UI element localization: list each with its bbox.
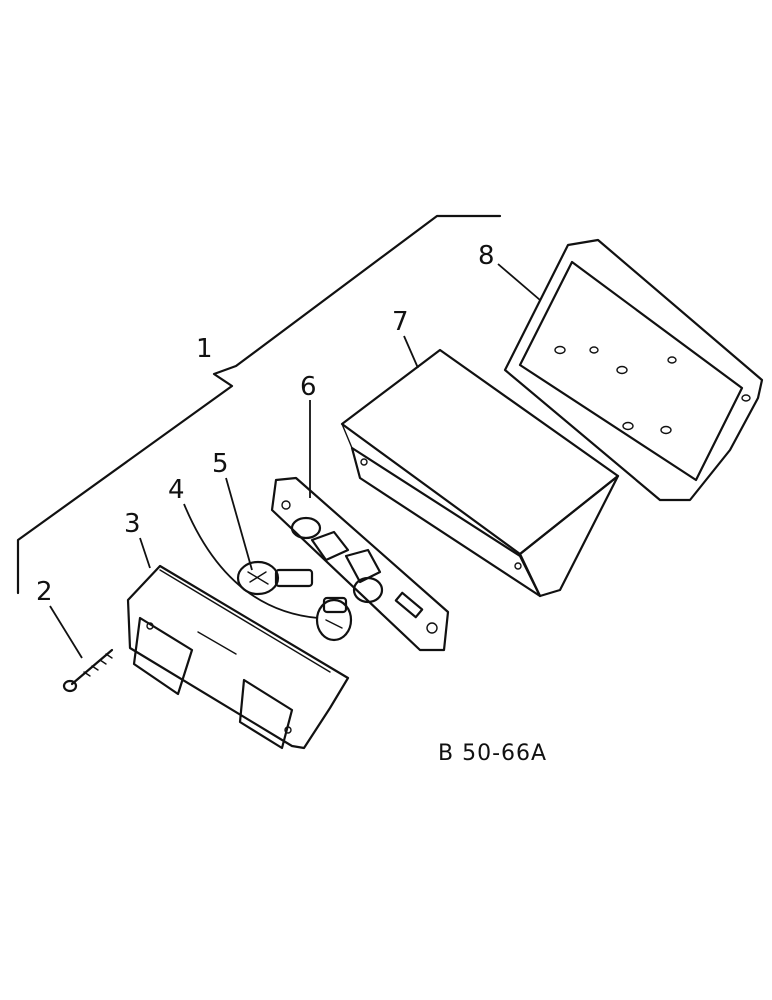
callout-4: 4 xyxy=(168,475,185,505)
callout-2: 2 xyxy=(36,577,53,607)
part-3-lens xyxy=(126,564,350,750)
part-7-housing xyxy=(340,348,620,598)
assembly-bracket xyxy=(16,214,502,595)
part-5-bulb-large xyxy=(236,560,314,596)
part-8-gasket-tray xyxy=(503,238,764,502)
callout-7: 7 xyxy=(392,307,409,337)
callout-8: 8 xyxy=(478,241,495,271)
callout-5: 5 xyxy=(212,449,229,479)
callout-1: 1 xyxy=(196,334,213,364)
part-4-bulb-small xyxy=(315,596,353,642)
part-2-screw xyxy=(62,648,114,693)
leader-lines xyxy=(49,263,541,659)
figure-code: B 50-66A xyxy=(438,741,547,766)
callout-3: 3 xyxy=(124,509,141,539)
part-6-lamp-holder-plate xyxy=(270,476,450,652)
callout-6: 6 xyxy=(300,372,317,402)
